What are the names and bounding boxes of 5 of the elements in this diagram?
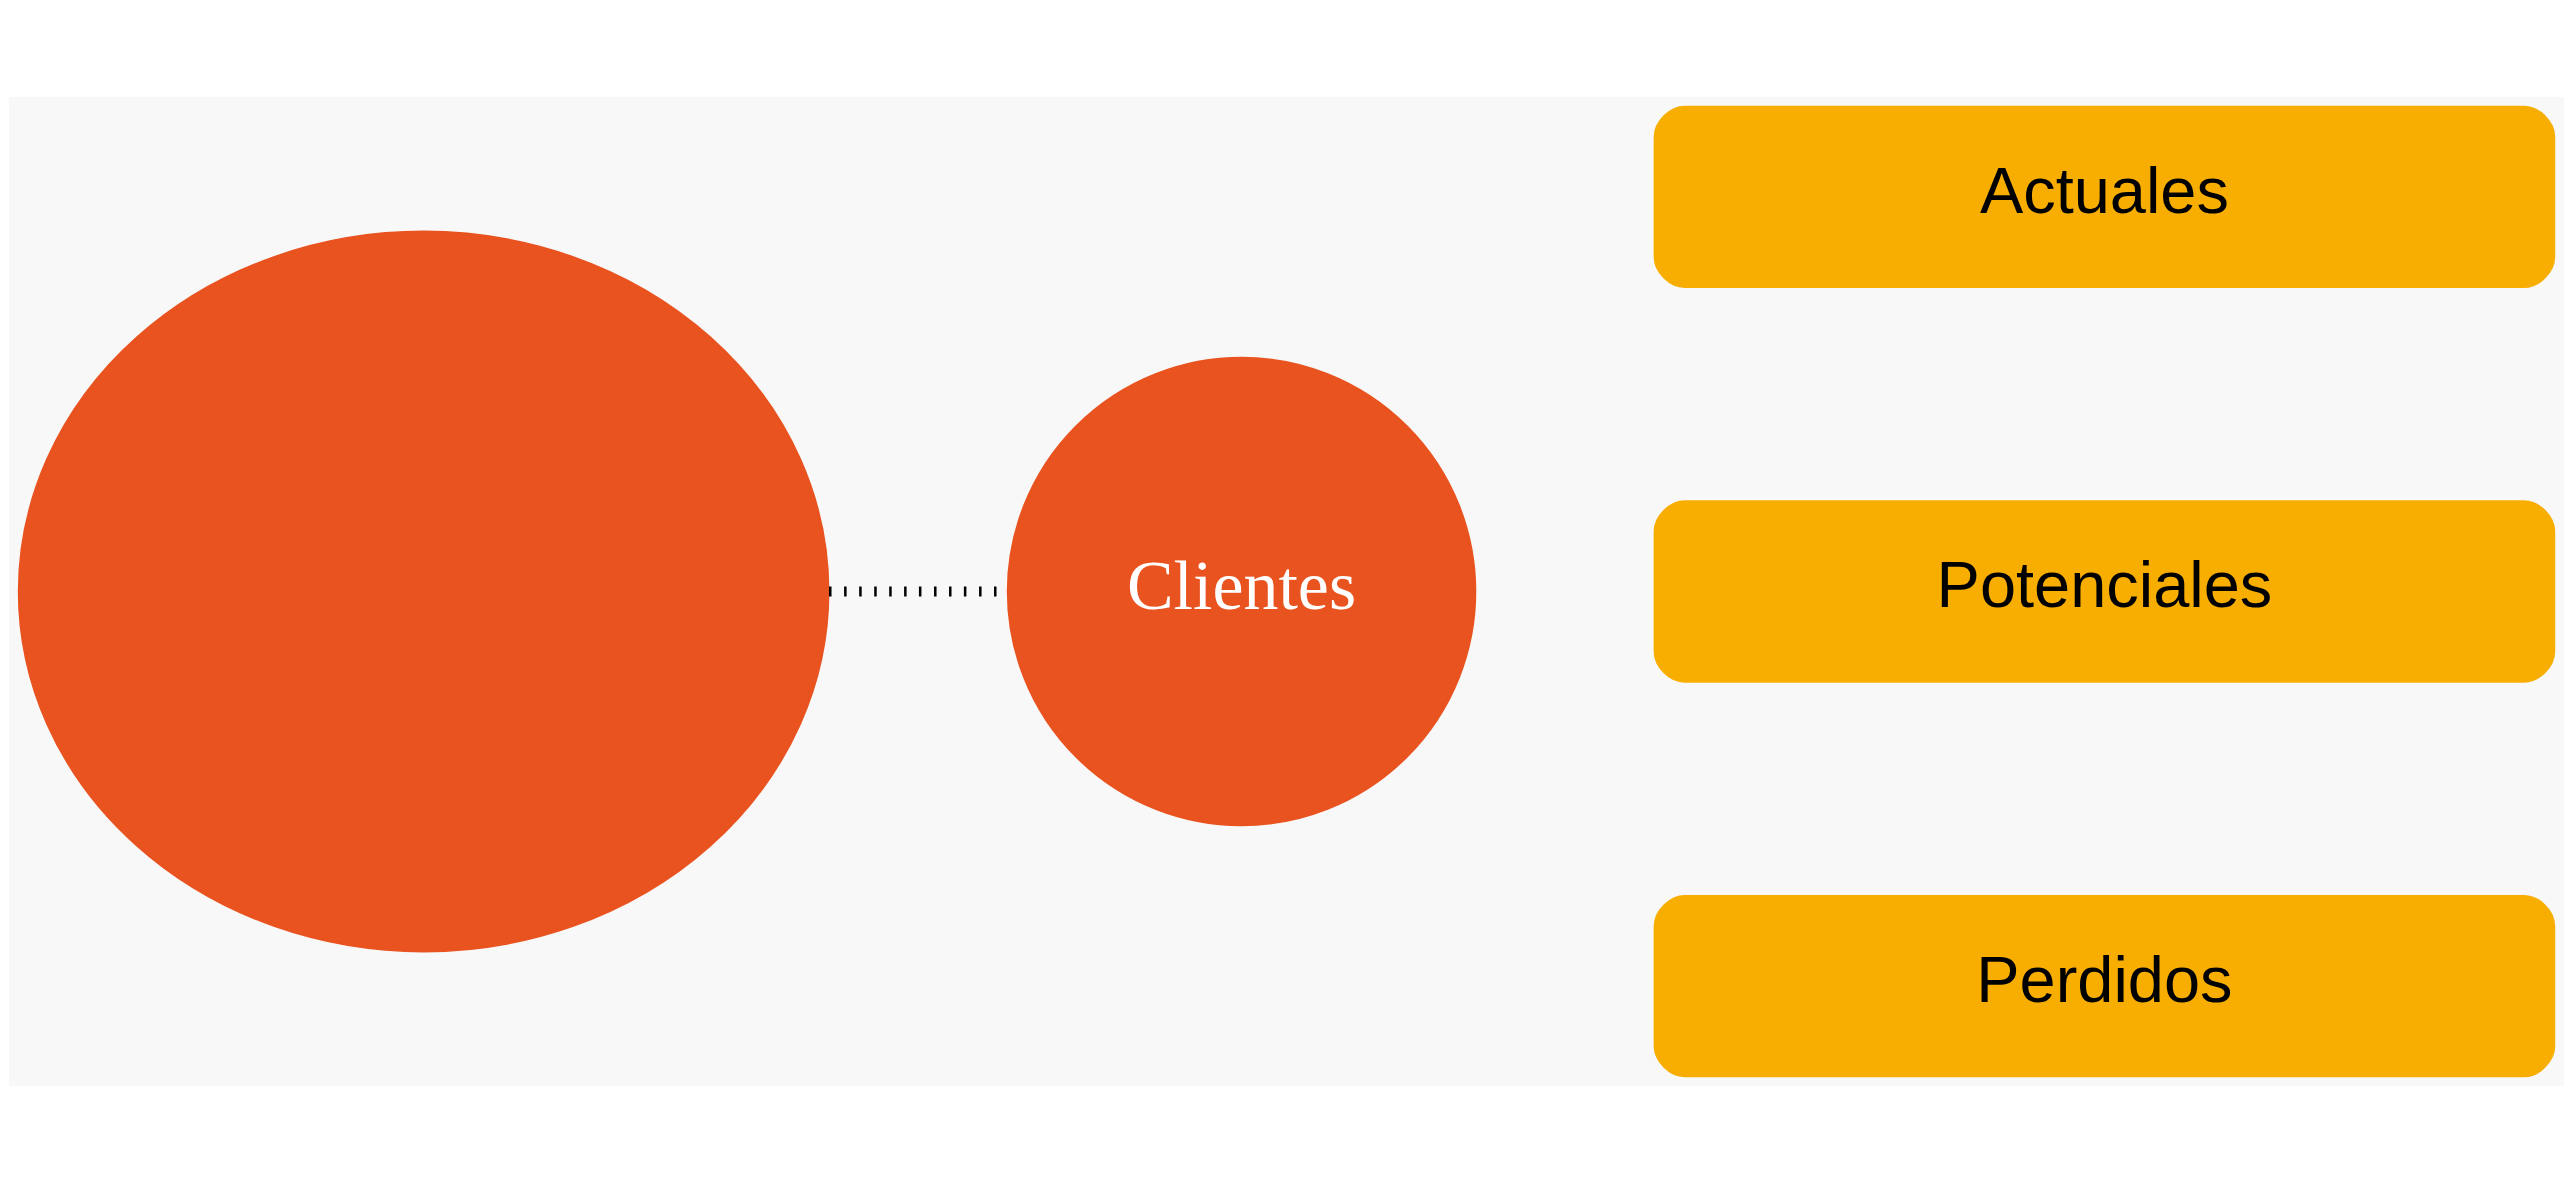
- node-box: Actuales: [1653, 105, 2556, 288]
- node-box: Potenciales: [1653, 499, 2556, 683]
- node-circle: Clientes: [1006, 356, 1477, 826]
- node-box: Perdidos: [1653, 894, 2556, 1077]
- node-ellipse: [17, 230, 830, 952]
